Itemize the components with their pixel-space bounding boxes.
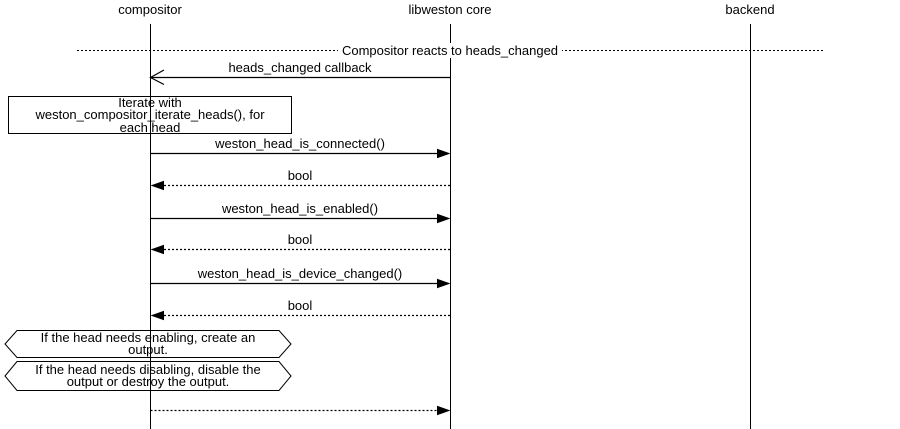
message-label-weston-head-is-connected: weston_head_is_connected() <box>215 136 385 151</box>
arrow-weston-head-is-connected <box>150 148 451 159</box>
arrow-bool-return-1 <box>150 180 451 191</box>
note-line: each head <box>119 119 181 135</box>
message-label-bool-1: bool <box>287 168 313 183</box>
message-label-bool-3: bool <box>287 298 313 313</box>
participant-backend: backend <box>725 2 775 17</box>
note-line: Iterate with <box>118 95 182 110</box>
note-hexagon-enable <box>4 330 292 358</box>
note-line: If the head needs enabling, create an <box>40 330 256 345</box>
arrow-heads-changed-callback <box>149 69 451 86</box>
message-label-weston-head-is-device-changed: weston_head_is_device_changed() <box>197 266 403 281</box>
message-label-bool-2: bool <box>287 232 313 247</box>
note-hexagon-disable <box>4 361 292 391</box>
note-disable-text: If the head needs disabling, disable the… <box>5 362 291 390</box>
arrow-weston-head-is-enabled <box>150 213 451 224</box>
participant-compositor: compositor <box>118 2 182 17</box>
arrow-final-dotted <box>150 405 451 416</box>
participant-libweston-core: libweston core <box>408 2 492 17</box>
note-line: output. <box>128 342 168 358</box>
arrow-weston-head-is-device-changed <box>150 278 451 289</box>
note-line: output or destroy the output. <box>66 374 230 390</box>
note-line: weston_compositor_iterate_heads(), for <box>35 107 265 123</box>
note-box-iterate <box>8 96 292 134</box>
message-label-heads-changed-callback: heads_changed callback <box>228 60 372 75</box>
arrow-bool-return-3 <box>150 310 451 321</box>
message-label-weston-head-is-enabled: weston_head_is_enabled() <box>221 201 379 216</box>
note-iterate-text: Iterate with weston_compositor_iterate_h… <box>9 95 291 135</box>
note-enable-text: If the head needs enabling, create an ou… <box>5 330 291 358</box>
divider-label: Compositor reacts to heads_changed <box>337 43 563 58</box>
note-line: If the head needs disabling, disable the <box>35 362 261 377</box>
arrow-bool-return-2 <box>150 244 451 255</box>
